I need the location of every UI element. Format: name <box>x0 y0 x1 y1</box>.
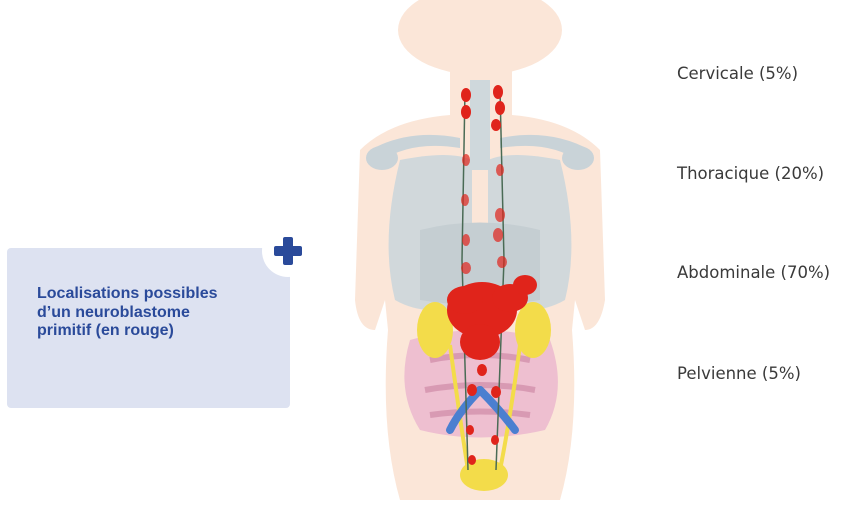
card-title-line-1: Localisations possibles <box>37 285 267 304</box>
card-title-line-2: d’un neuroblastome <box>37 304 267 323</box>
anatomy-illustration <box>300 0 630 508</box>
trachea <box>470 80 490 170</box>
card-title-line-3: primitif (en rouge) <box>37 322 267 341</box>
region-label-abdominal: Abdominale (70%) <box>677 263 830 282</box>
region-label-cervical: Cervicale (5%) <box>677 64 798 83</box>
region-label-thoracic: Thoracique (20%) <box>677 164 824 183</box>
card-title: Localisations possibles d’un neuroblasto… <box>37 285 267 341</box>
region-label-pelvic: Pelvienne (5%) <box>677 364 801 383</box>
info-card: Localisations possibles d’un neuroblasto… <box>7 248 290 408</box>
